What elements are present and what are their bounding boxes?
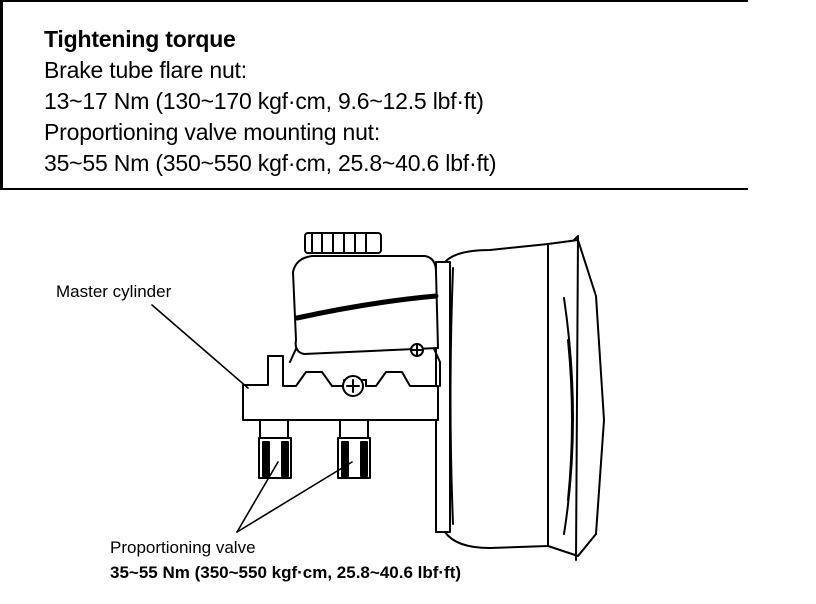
torque-spec-box: Tightening torque Brake tube flare nut: …: [44, 24, 497, 179]
spec-item-label-brake-tube: Brake tube flare nut:: [44, 57, 247, 83]
brake-booster: [435, 235, 605, 561]
master-cylinder-illustration: [151, 232, 605, 561]
top-rule: [0, 0, 748, 2]
proportioning-valve-label: Proportioning valve: [110, 538, 256, 557]
spec-item-value-brake-tube: 13~17 Nm (130~170 kgf·cm, 9.6~12.5 lbf·f…: [44, 88, 484, 114]
proportioning-valve-right: [337, 437, 371, 479]
master-cylinder-label: Master cylinder: [56, 282, 172, 301]
cylinder-body: [242, 339, 441, 439]
spec-divider: [0, 188, 748, 190]
leader-lines: [151, 304, 353, 533]
spec-item-value-proportioning-valve: 35~55 Nm (350~550 kgf·cm, 25.8~40.6 lbf·…: [44, 150, 497, 176]
proportioning-valve-left: [258, 437, 292, 479]
left-rule: [0, 0, 3, 190]
proportioning-valve-torque-label: 35~55 Nm (350~550 kgf·cm, 25.8~40.6 lbf·…: [110, 563, 462, 582]
fluid-reservoir: [292, 232, 439, 357]
spec-heading: Tightening torque: [44, 26, 236, 52]
spec-item-label-proportioning-valve: Proportioning valve mounting nut:: [44, 119, 381, 145]
